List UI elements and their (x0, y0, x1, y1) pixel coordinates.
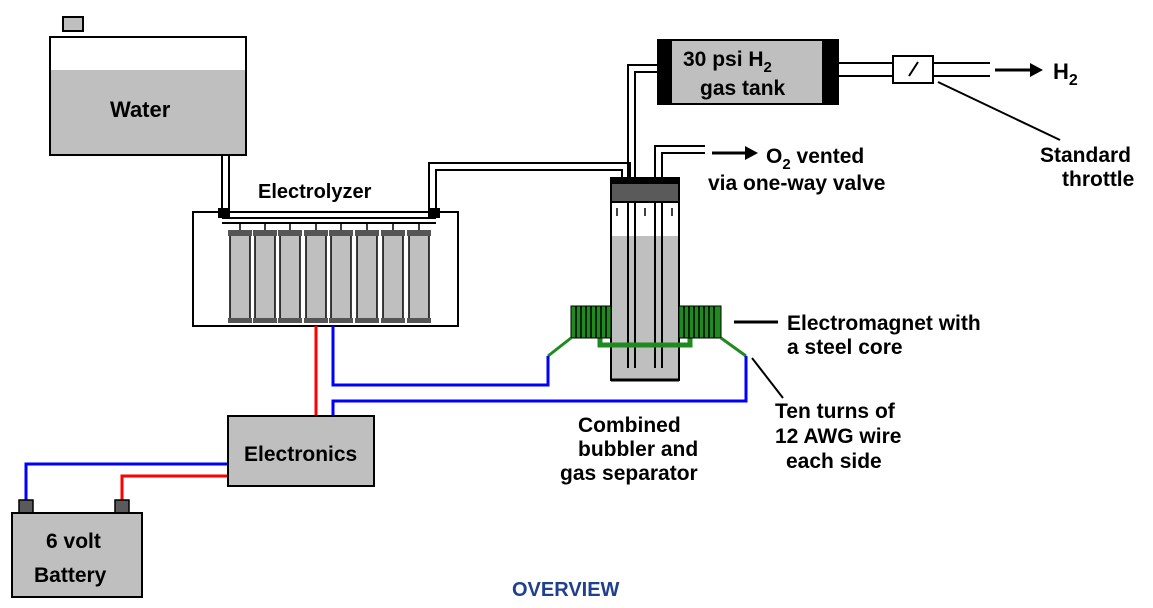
wire-label-line2: 12 AWG wire (775, 425, 901, 448)
electromagnet-label-line2: a steel core (787, 336, 903, 359)
right-coil (678, 305, 722, 339)
o2-vented-label: O2 vented (766, 145, 864, 173)
h2-pipe-to-tank (627, 64, 660, 178)
o2-valve-label: via one-way valve (708, 172, 885, 195)
electrolyzer-cells (228, 223, 431, 323)
battery-label-line1: 6 volt (46, 530, 101, 553)
water-feed-pipe (221, 155, 230, 212)
h2-gas-tank: 30 psi H2 gas tank (657, 39, 839, 105)
overview-caption: OVERVIEW (512, 579, 620, 601)
electrolyzer-label: Electrolyzer (258, 181, 372, 203)
throttle-label-line2: throttle (1062, 168, 1134, 191)
throttle-label-line1: Standard (1040, 144, 1131, 167)
h2-tank-label-line1: 30 psi H2 (683, 48, 772, 76)
wire-label-line1: Ten turns of (775, 400, 896, 423)
gas-pipe-to-bubbler (428, 162, 631, 208)
o2-vent-pipe (654, 145, 705, 178)
bubbler-label-line1: Combined (578, 414, 681, 437)
throttle-valve (892, 55, 1061, 141)
h2-out-label: H2 (1053, 59, 1078, 89)
electronics-box: Electronics (227, 415, 375, 487)
electromagnet-label-line1: Electromagnet with (787, 312, 981, 335)
electrolyzer: Electrolyzer (192, 181, 459, 327)
bubbler-label-line3: gas separator (560, 462, 698, 485)
battery-label-line2: Battery (34, 564, 107, 587)
battery: 6 volt Battery (11, 499, 143, 598)
o2-arrow (712, 146, 758, 160)
water-tank: Water (49, 16, 247, 156)
wiring-blue (24, 326, 748, 502)
wire-pointer (751, 357, 784, 399)
left-coil (570, 305, 612, 339)
h2-tank-label-line2: gas tank (700, 77, 786, 100)
tank-outlet-pipe (838, 62, 990, 77)
wire-label-line3: each side (786, 450, 882, 473)
water-label: Water (110, 97, 171, 122)
h2-out-arrow (995, 63, 1043, 77)
wiring-red (120, 326, 318, 502)
electronics-label: Electronics (244, 443, 357, 466)
bubbler-separator (610, 177, 680, 382)
electromagnet (547, 305, 778, 358)
bubbler-label-line2: bubbler and (578, 438, 698, 461)
